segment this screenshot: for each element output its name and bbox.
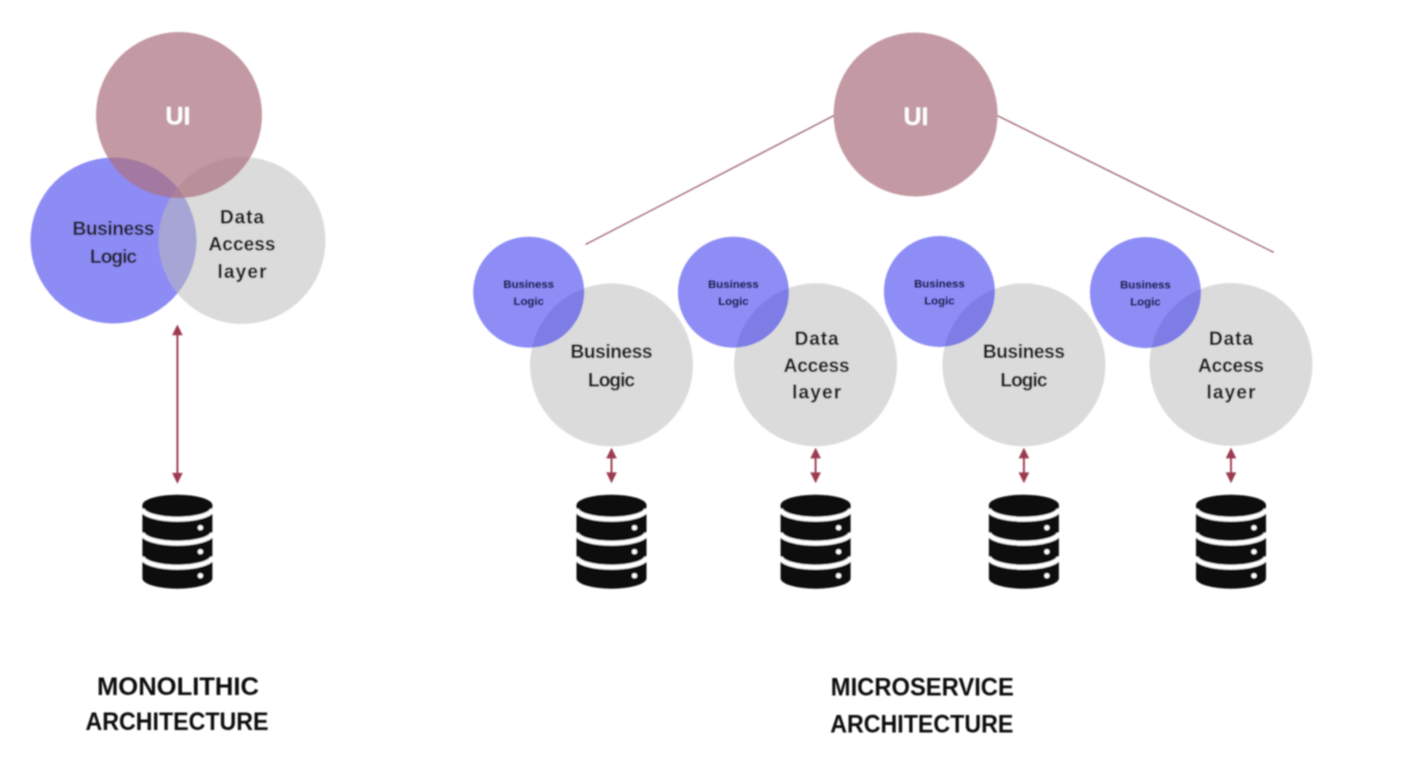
svg-text:Access: Access [784,356,850,377]
svg-text:Data: Data [1209,329,1253,350]
svg-text:Business: Business [1120,280,1171,292]
svg-text:Business: Business [571,342,653,363]
svg-text:layer: layer [1207,382,1257,403]
svg-text:Business: Business [73,219,155,240]
svg-text:MONOLITHIC: MONOLITHIC [97,673,259,701]
svg-text:Business: Business [983,342,1065,363]
svg-text:Data: Data [795,329,839,350]
svg-text:Logic: Logic [514,296,544,308]
svg-text:Logic: Logic [90,247,137,268]
svg-text:Logic: Logic [1130,296,1160,308]
svg-text:Business: Business [914,278,965,290]
svg-text:Logic: Logic [924,295,954,307]
svg-text:ARCHITECTURE: ARCHITECTURE [830,711,1013,739]
svg-text:ARCHITECTURE: ARCHITECTURE [86,708,269,736]
svg-text:Access: Access [209,235,276,256]
svg-text:Access: Access [1198,356,1264,377]
svg-text:Business: Business [708,279,759,291]
svg-text:MICROSERVICE: MICROSERVICE [831,673,1014,701]
svg-text:UI: UI [904,103,929,131]
svg-text:layer: layer [792,382,842,403]
svg-text:Data: Data [220,208,264,229]
svg-text:UI: UI [166,102,191,130]
svg-text:Logic: Logic [718,296,748,308]
svg-text:layer: layer [218,262,268,283]
svg-text:Logic: Logic [1000,370,1047,391]
svg-text:Business: Business [503,279,554,291]
svg-text:Logic: Logic [588,370,635,391]
